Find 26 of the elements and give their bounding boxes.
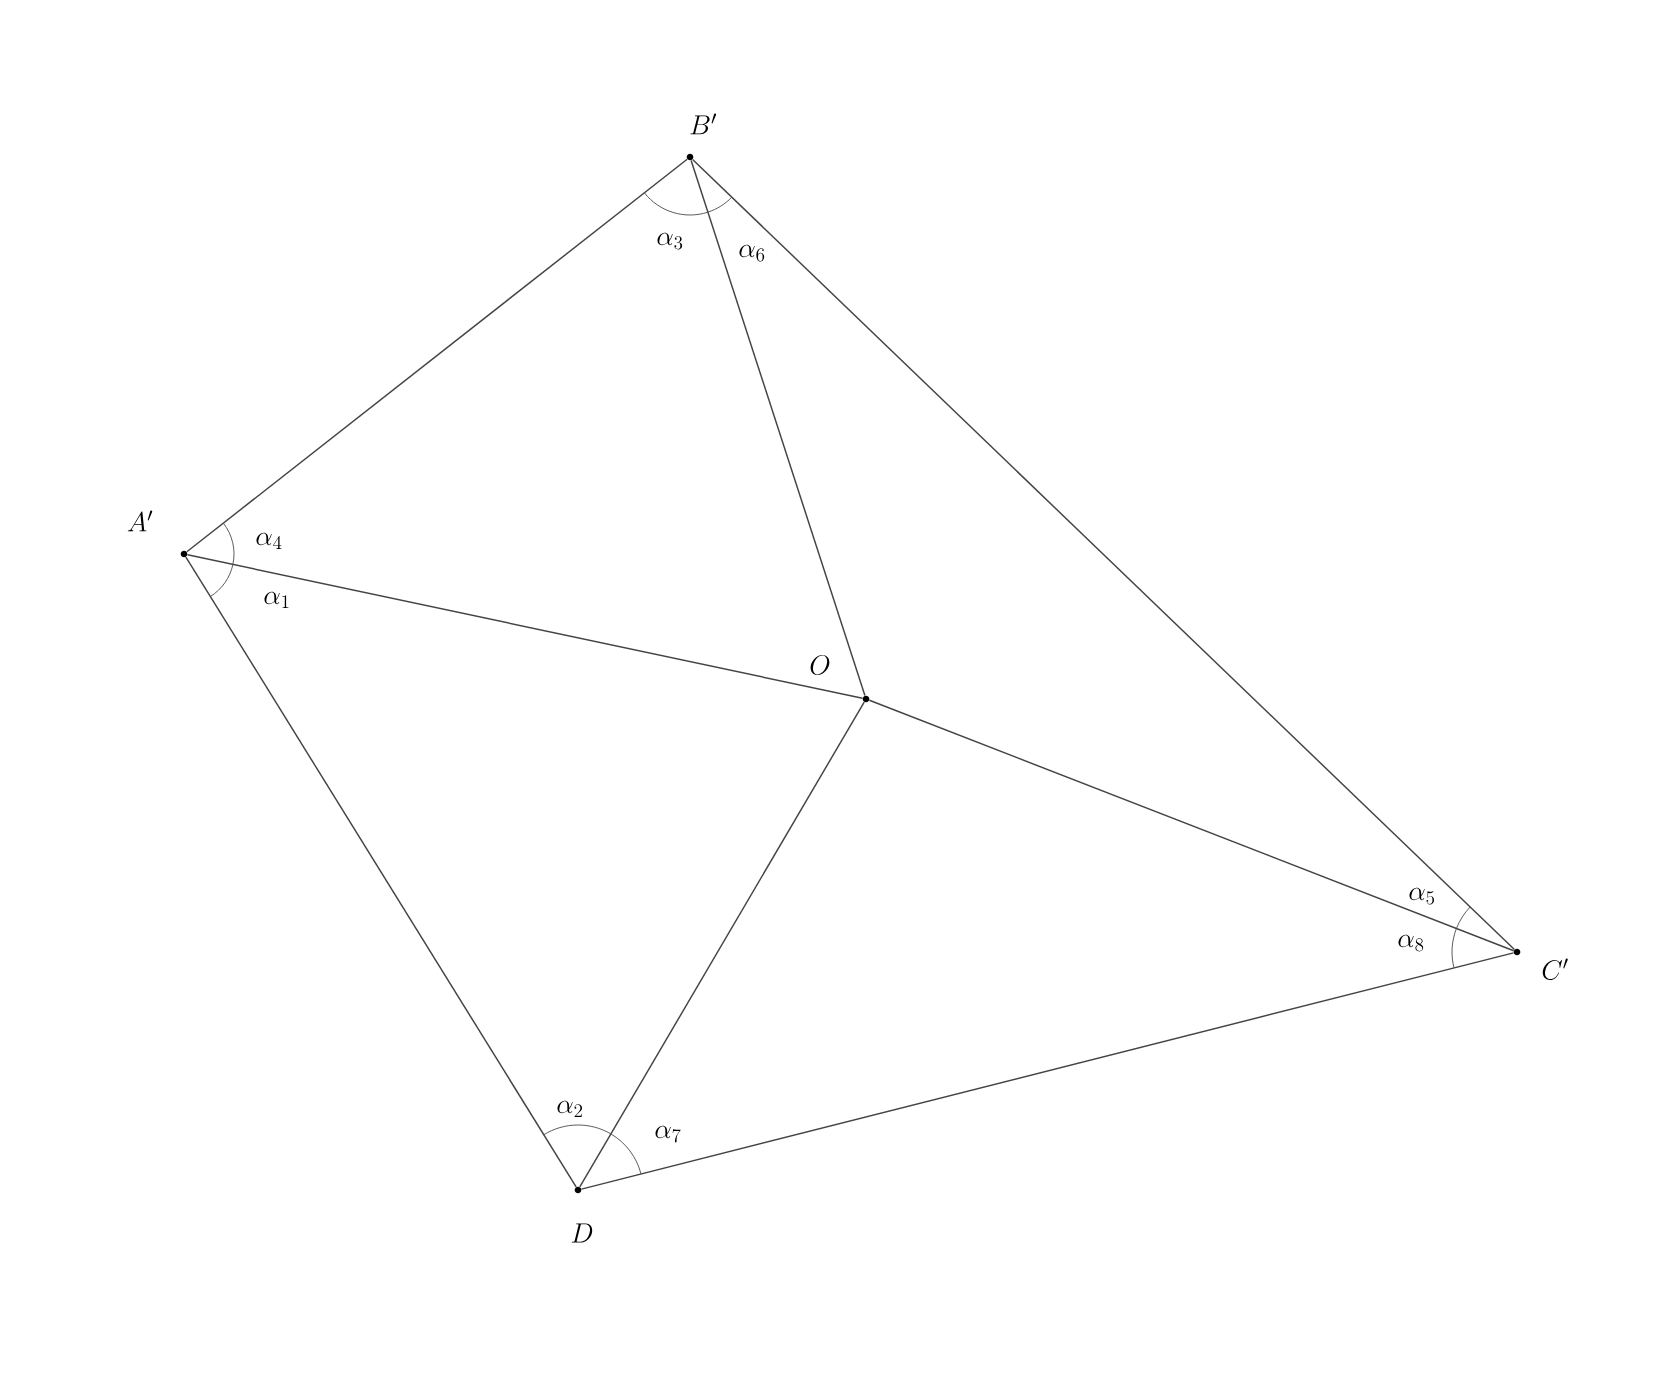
point-label: $D$ xyxy=(571,1223,593,1243)
angle-label: $\alpha_8$ xyxy=(1398,934,1424,952)
point-label: $B'$ xyxy=(690,113,717,135)
point xyxy=(862,695,870,703)
point-label: $O$ xyxy=(810,655,830,676)
point xyxy=(1513,948,1521,956)
angle-label: $\alpha_5$ xyxy=(1409,887,1435,905)
line-segment xyxy=(579,701,865,1188)
angle-label: $\alpha_2$ xyxy=(557,1100,583,1118)
angle-label: $\alpha_3$ xyxy=(657,232,683,250)
line-segment xyxy=(186,158,688,553)
line-segment xyxy=(186,554,864,699)
point xyxy=(180,550,188,558)
line-segment xyxy=(580,952,1515,1190)
line-segment xyxy=(691,158,1516,951)
angle-label: $\alpha_6$ xyxy=(739,244,765,262)
line-segment xyxy=(185,556,577,1188)
point-label: $C'$ xyxy=(1542,958,1568,980)
point xyxy=(686,153,694,161)
point xyxy=(574,1186,582,1194)
angle-label: $\alpha_7$ xyxy=(655,1125,681,1143)
line-segment xyxy=(868,699,1515,952)
line-segment xyxy=(690,159,866,697)
angle-label: $\alpha_1$ xyxy=(264,591,289,608)
angle-label: $\alpha_4$ xyxy=(256,532,282,549)
point-label: $A'$ xyxy=(127,510,153,532)
